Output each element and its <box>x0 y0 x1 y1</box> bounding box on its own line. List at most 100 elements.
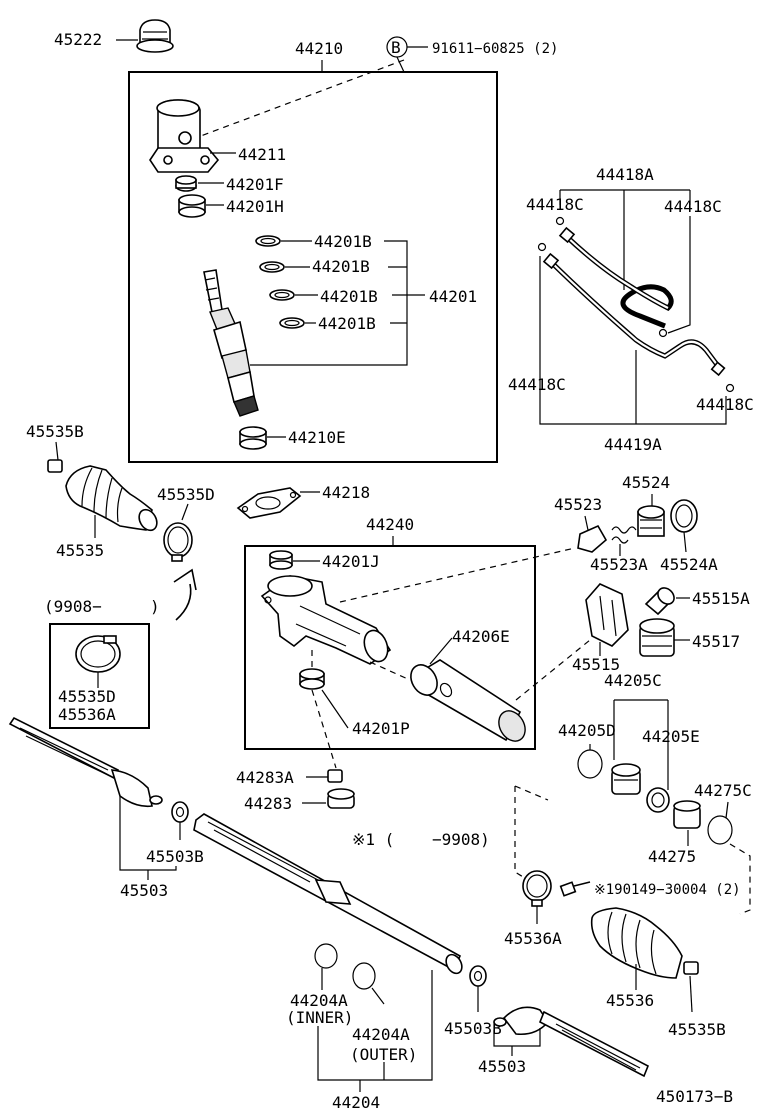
part-44201B-rings <box>255 235 305 329</box>
part-44201J-seal <box>269 550 293 570</box>
part-45503B-nut-left <box>171 801 189 823</box>
label-note1-b: −9908) <box>432 830 490 849</box>
label-45536A-box: 45536A <box>58 705 116 724</box>
oring-icon <box>555 216 565 226</box>
label-45535B-top: 45535B <box>26 422 84 441</box>
part-44201P-seal <box>299 668 325 690</box>
label-45535B-bottom: 45535B <box>668 1020 726 1039</box>
label-date-close: ) <box>150 597 160 616</box>
part-45503-tie-rod-right <box>493 1006 650 1078</box>
label-44275C: 44275C <box>694 781 752 800</box>
label-44283A: 44283A <box>236 768 294 787</box>
oring-icon <box>537 242 547 252</box>
part-45222-cap <box>136 19 174 53</box>
label-44201B-2: 44201B <box>312 257 370 276</box>
part-44210E-bushing <box>239 426 267 450</box>
part-45524A-locknut <box>670 499 698 533</box>
label-44201H: 44201H <box>226 197 284 216</box>
label-44201: 44201 <box>429 287 477 306</box>
label-44419A: 44419A <box>604 435 662 454</box>
part-45535D-45536A-clamp <box>75 635 121 673</box>
label-44240: 44240 <box>366 515 414 534</box>
part-45536-boot <box>590 907 683 979</box>
part-44218-gasket <box>236 487 302 519</box>
part-44205E-ring <box>646 787 670 813</box>
part-45536A-clamp <box>522 870 552 907</box>
label-44205D: 44205D <box>558 721 616 740</box>
label-45535D-top: 45535D <box>157 485 215 504</box>
label-44418C-mid-left: 44418C <box>508 375 566 394</box>
frame-9908-clamp <box>49 623 150 729</box>
label-44201J: 44201J <box>322 552 380 571</box>
part-44205D-oring <box>577 749 603 779</box>
part-45535B-clip <box>47 459 63 473</box>
label-44210E: 44210E <box>288 428 346 447</box>
label-44201F: 44201F <box>226 175 284 194</box>
label-44201B-4: 44201B <box>318 314 376 333</box>
label-45536: 45536 <box>606 991 654 1010</box>
label-45535D-box: 45535D <box>58 687 116 706</box>
part-44275-bushing <box>673 800 701 829</box>
label-45515A: 45515A <box>692 589 750 608</box>
label-44204A-outer: 44204A <box>352 1025 410 1044</box>
label-45515: 45515 <box>572 655 620 674</box>
label-45517: 45517 <box>692 632 740 651</box>
label-44418C-top-right: 44418C <box>664 197 722 216</box>
oring-icon <box>725 383 735 393</box>
label-45535: 45535 <box>56 541 104 560</box>
part-45523A-spring <box>611 526 637 544</box>
arrow-head-icon <box>173 568 197 591</box>
label-figure-code: 450173−B <box>656 1087 733 1106</box>
part-44211-valve-housing <box>149 99 220 173</box>
label-45503-right: 45503 <box>478 1057 526 1076</box>
label-45503B-left: 45503B <box>146 847 204 866</box>
label-44210: 44210 <box>295 39 343 58</box>
label-44204A-inner: 44204A <box>290 991 348 1010</box>
label-date-open: (9908− <box>44 597 102 616</box>
label-91611: 91611−60825 (2) <box>432 41 558 57</box>
label-outer-note: (OUTER) <box>350 1045 417 1064</box>
label-44418A: 44418A <box>596 165 654 184</box>
label-45536A: 45536A <box>504 929 562 948</box>
part-44201H-seal <box>178 194 206 218</box>
label-44418C-top-left: 44418C <box>526 195 584 214</box>
part-45515-yoke <box>585 583 629 647</box>
part-44419A-pipe <box>542 252 726 377</box>
label-190149: ※190149−30004 (2) <box>594 882 741 898</box>
frame-44210 <box>128 71 498 463</box>
part-44283-cap <box>327 788 355 809</box>
label-bolt-b: B <box>391 38 401 57</box>
label-45524A: 45524A <box>660 555 718 574</box>
label-44205E: 44205E <box>642 727 700 746</box>
label-44201B-3: 44201B <box>320 287 378 306</box>
part-45535-boot <box>65 465 158 532</box>
label-44418C-mid-right: 44418C <box>696 395 754 414</box>
label-45523: 45523 <box>554 495 602 514</box>
part-45535B-clip-bottom <box>683 961 699 975</box>
part-45535D-clamp <box>163 522 193 562</box>
part-44204A-inner <box>314 943 338 969</box>
label-44218: 44218 <box>322 483 370 502</box>
oring-icon <box>658 328 668 338</box>
frame-44240 <box>244 545 536 750</box>
part-45515A-bushing <box>644 587 675 616</box>
label-45524: 45524 <box>622 473 670 492</box>
label-44206E: 44206E <box>452 627 510 646</box>
part-44275C-oring <box>707 815 733 845</box>
part-45524-nut <box>637 505 665 537</box>
label-44201B-1: 44201B <box>314 232 372 251</box>
label-inner-note: (INNER) <box>286 1008 353 1027</box>
part-44283A-nut <box>327 769 343 783</box>
part-44204-rack <box>193 813 463 975</box>
part-44240-housing <box>260 575 392 665</box>
part-44204A-outer <box>352 962 376 990</box>
label-45503-left: 45503 <box>120 881 168 900</box>
part-45517-spring <box>639 618 675 657</box>
part-45503B-nut-right <box>469 965 487 987</box>
label-44204: 44204 <box>332 1093 380 1112</box>
part-44418A-hose <box>558 226 674 329</box>
label-44205C: 44205C <box>604 671 662 690</box>
arrow-icon <box>175 583 192 621</box>
label-44211: 44211 <box>238 145 286 164</box>
